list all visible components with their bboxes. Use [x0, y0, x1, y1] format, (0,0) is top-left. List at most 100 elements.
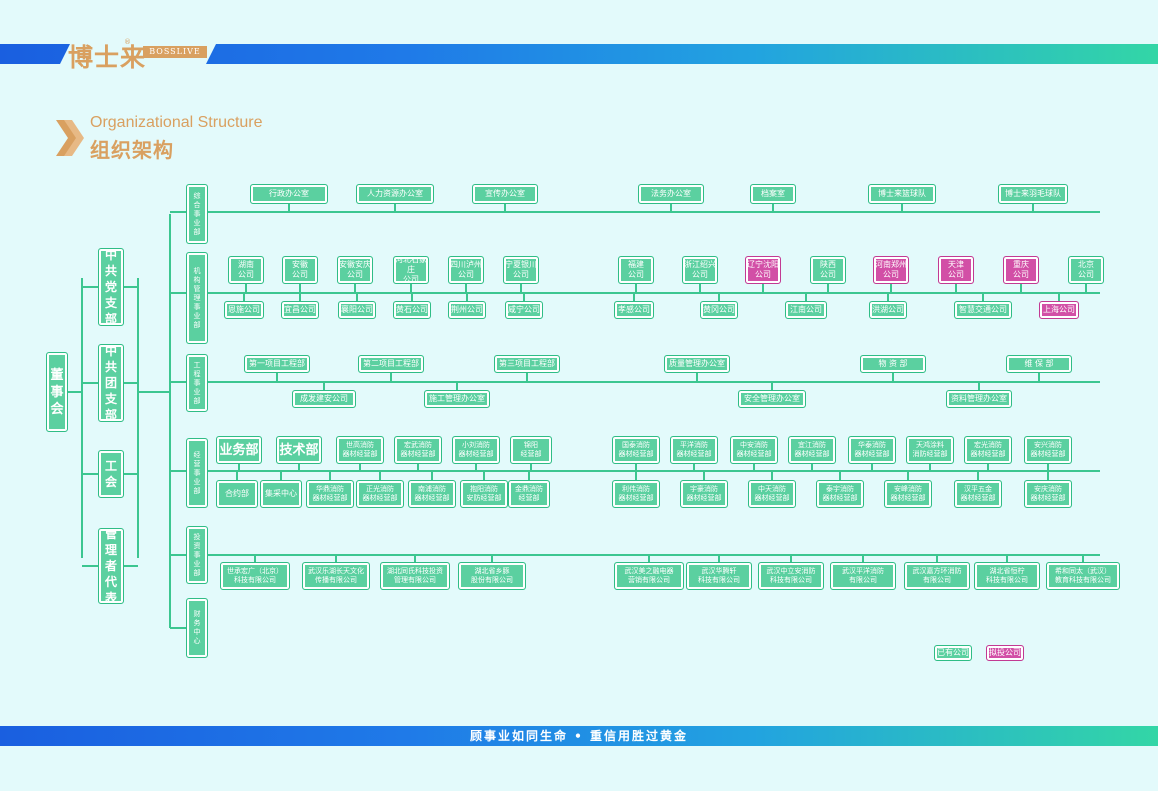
branch-company-13: 北京 公司	[1068, 256, 1104, 284]
investee-company-3: 湖北省乡豚 股份有限公司	[458, 562, 526, 590]
sales-unit-12: 宏光消防 器材经营部	[964, 436, 1012, 464]
sub-company-10: 智慧交通公司	[954, 301, 1012, 319]
branch-company-11: 天津 公司	[938, 256, 974, 284]
investee-company-9: 湖北省恒柠 科技有限公司	[974, 562, 1040, 590]
engineering-unit-4: 物 资 部	[860, 355, 926, 373]
sales-sub-9: 中天消防 器材经营部	[748, 480, 796, 508]
sub-company-4: 荆州公司	[448, 301, 486, 319]
sub-company-2: 襄阳公司	[338, 301, 376, 319]
sales-unit-0: 业务部	[216, 436, 262, 464]
investee-company-4: 武汉美之融电器 营销有限公司	[614, 562, 684, 590]
sales-sub-8: 宇豪消防 器材经营部	[680, 480, 728, 508]
party-branch-node: 中 共 党 支 部	[98, 248, 124, 326]
admin-office-2: 宣传办公室	[472, 184, 538, 204]
union-node: 工 会	[98, 450, 124, 498]
admin-office-6: 博士来羽毛球队	[998, 184, 1068, 204]
branch-company-4: 四川泸州 公司	[448, 256, 484, 284]
division-engineering: 工 程 事 业 部	[186, 354, 208, 412]
brand-logo-cn: 博士来	[68, 43, 147, 72]
sales-sub-0: 合约部	[216, 480, 258, 508]
engineering-unit-0: 第一项目工程部	[244, 355, 310, 373]
sub-company-8: 江南公司	[785, 301, 827, 319]
sales-sub-3: 正光消防 器材经营部	[356, 480, 404, 508]
branch-company-6: 福建 公司	[618, 256, 654, 284]
investee-company-6: 武汉中立安消防 科技有限公司	[758, 562, 824, 590]
legend-planned-swatch: 拟投公司	[986, 645, 1024, 661]
engineering-sub-3: 资料管理办公室	[946, 390, 1012, 408]
registered-mark: ®	[124, 38, 131, 46]
sales-unit-10: 华泰消防 器材经营部	[848, 436, 896, 464]
sales-unit-2: 世高消防 器材经营部	[336, 436, 384, 464]
investee-company-10: 希和同太（武汉） 教育科技有限公司	[1046, 562, 1120, 590]
sales-sub-5: 抱阳消防 安防经营部	[460, 480, 508, 508]
sales-sub-13: 安庆消防 器材经营部	[1024, 480, 1072, 508]
investee-company-1: 武汉乐湖长天文化 传播有限公司	[302, 562, 370, 590]
admin-office-4: 档案室	[750, 184, 796, 204]
sub-company-5: 咸宁公司	[505, 301, 543, 319]
sales-unit-11: 天鸿涂料 消防经营部	[906, 436, 954, 464]
branch-company-3: 河北石家庄 公司	[393, 256, 429, 284]
branch-company-9: 陕西 公司	[810, 256, 846, 284]
branch-company-0: 湖南 公司	[228, 256, 264, 284]
sales-sub-1: 集采中心	[260, 480, 302, 508]
sub-company-3: 黄石公司	[393, 301, 431, 319]
footer-slogan: 顾事业如同生命 • 重信用胜过黄金	[0, 726, 1158, 746]
sales-sub-2: 华鼎消防 器材经营部	[306, 480, 354, 508]
division-operations: 经 营 事 业 部	[186, 438, 208, 508]
page-title-cn: 组织架构	[90, 138, 174, 162]
admin-office-5: 博士来篮球队	[868, 184, 936, 204]
management-rep-node: 管 理 者 代 表	[98, 528, 124, 604]
branch-company-5: 宁夏银川 公司	[503, 256, 539, 284]
sales-unit-6: 国泰消防 器材经营部	[612, 436, 660, 464]
sales-sub-6: 金鼎消防 经营部	[508, 480, 550, 508]
sub-company-11: 上海公司	[1039, 301, 1079, 319]
brand-logo-en: BOSSLIVE	[143, 46, 207, 58]
admin-office-0: 行政办公室	[250, 184, 328, 204]
sales-unit-5: 锦阳 经营部	[510, 436, 552, 464]
investee-company-2: 湖北同氏科技投资 管理有限公司	[380, 562, 450, 590]
sales-sub-10: 泰宇消防 器材经营部	[816, 480, 864, 508]
investee-company-7: 武汉平洋消防 有限公司	[830, 562, 896, 590]
branch-company-1: 安徽 公司	[282, 256, 318, 284]
sub-company-7: 黄冈公司	[700, 301, 738, 319]
youth-branch-node: 中 共 团 支 部	[98, 344, 124, 422]
sales-unit-7: 平洋消防 器材经营部	[670, 436, 718, 464]
engineering-sub-1: 施工管理办公室	[424, 390, 490, 408]
engineering-sub-0: 成发建安公司	[292, 390, 356, 408]
division-agency: 机 构 管 理 事 业 部	[186, 252, 208, 344]
engineering-sub-2: 安全管理办公室	[738, 390, 806, 408]
engineering-unit-2: 第三项目工程部	[494, 355, 560, 373]
sales-unit-4: 小刘消防 器材经营部	[452, 436, 500, 464]
sales-unit-13: 安兴消防 器材经营部	[1024, 436, 1072, 464]
division-finance: 财 务 中 心	[186, 598, 208, 658]
sales-sub-7: 利伟消防 器材经营部	[612, 480, 660, 508]
sales-unit-3: 宏武消防 器材经营部	[394, 436, 442, 464]
sales-sub-4: 南浦消防 器材经营部	[408, 480, 456, 508]
engineering-unit-3: 质量管理办公室	[664, 355, 730, 373]
sales-unit-8: 中安消防 器材经营部	[730, 436, 778, 464]
branch-company-7: 浙江绍兴 公司	[682, 256, 718, 284]
engineering-unit-1: 第二项目工程部	[358, 355, 424, 373]
chevron-right-icon	[56, 120, 84, 156]
admin-office-3: 法务办公室	[638, 184, 704, 204]
investee-company-5: 武汉华腾轩 科技有限公司	[686, 562, 752, 590]
sub-company-0: 恩施公司	[224, 301, 264, 319]
engineering-unit-5: 维 保 部	[1006, 355, 1072, 373]
admin-office-1: 人力资源办公室	[356, 184, 434, 204]
sales-sub-12: 汉平五金 器材经营部	[954, 480, 1002, 508]
division-investment: 投 资 事 业 部	[186, 526, 208, 584]
division-general: 综 合 事 业 部	[186, 184, 208, 244]
investee-company-0: 世承宏广（北京） 科技有限公司	[220, 562, 290, 590]
sub-company-1: 宜昌公司	[281, 301, 319, 319]
sales-unit-9: 宜江消防 器材经营部	[788, 436, 836, 464]
branch-company-10: 河南郑州 公司	[873, 256, 909, 284]
sales-sub-11: 安峰消防 器材经营部	[884, 480, 932, 508]
investee-company-8: 武汉嘉方环消防 有限公司	[904, 562, 970, 590]
sales-unit-1: 技术部	[276, 436, 322, 464]
board-node: 董 事 会	[46, 352, 68, 432]
branch-company-8: 辽宁沈阳 公司	[745, 256, 781, 284]
sub-company-6: 孝感公司	[614, 301, 654, 319]
sub-company-9: 洪湖公司	[869, 301, 907, 319]
legend-owned-swatch: 已有公司	[934, 645, 972, 661]
page-title-en: Organizational Structure	[90, 114, 263, 131]
